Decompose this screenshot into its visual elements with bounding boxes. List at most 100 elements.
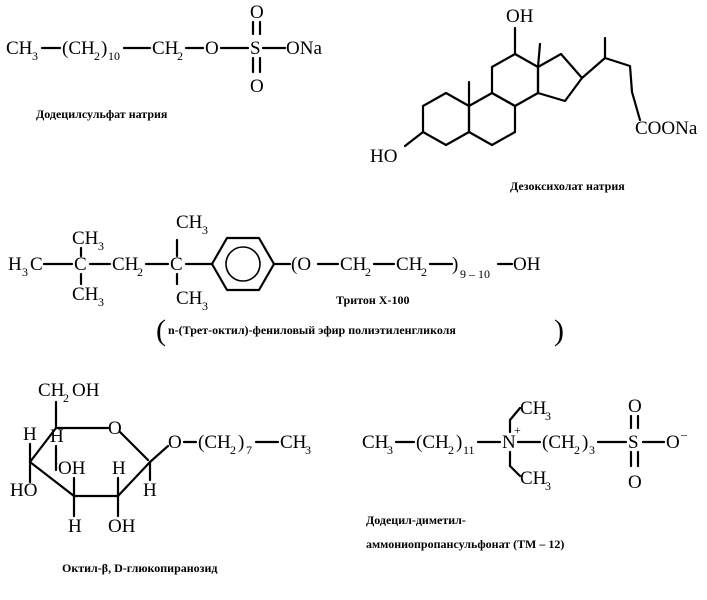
tm12-o-minus: O — [666, 432, 680, 453]
tm12-structure: CH 3 (CH 2 ) 11 N + CH 3 CH 3 (CH 2 ) 3 … — [362, 396, 688, 551]
octyl-h5: H — [143, 480, 157, 501]
tm12-minus: – — [680, 427, 688, 441]
triton-n: 9 – 10 — [460, 267, 490, 281]
tm12-paren2-sub: 2 — [574, 443, 580, 457]
ring-o-c1 — [118, 430, 150, 462]
deoxy-ho: HO — [370, 146, 397, 167]
octyl-chain-close: ) — [238, 432, 244, 453]
triton-ch2-1-sub: 2 — [365, 265, 371, 279]
octyl-chain-o: O — [168, 432, 182, 453]
sds-caption: Додецилсульфат натрия — [36, 107, 168, 121]
triton-c1: C — [74, 254, 87, 275]
tm12-ch3-top-sub: 3 — [545, 409, 551, 423]
tm12-o-top: O — [628, 396, 642, 417]
side-chain — [580, 56, 642, 122]
triton-ch3-b: CH — [72, 284, 99, 305]
triton-oh: OH — [513, 254, 541, 275]
octyl-ho: HO — [10, 480, 37, 501]
triton-o: (O — [291, 254, 311, 275]
tm12-ch3: CH — [362, 432, 389, 453]
tm12-caption-1: Додецил-диметил- — [366, 513, 466, 527]
triton-subcaption-open: ( — [156, 314, 166, 347]
triton-ch3-c-sub: 3 — [202, 223, 208, 237]
deoxy-oh-top: OH — [506, 6, 534, 27]
tm12-ch3-sub: 3 — [387, 443, 393, 457]
octyl-h1: H — [23, 424, 37, 445]
sds-structure: CH 3 (CH 2 ) 10 CH 2 O S ONa O O Додецил… — [6, 2, 322, 121]
tm12-n3: 3 — [589, 443, 595, 457]
triton-h-sub: 3 — [22, 265, 28, 279]
tm12-caption-2: аммониопропансульфонат (ТМ – 12) — [366, 537, 564, 551]
octyl-ring-o: O — [108, 418, 122, 439]
tm12-paren2: (CH — [542, 432, 575, 453]
c3-oh-bond — [403, 130, 425, 148]
triton-ch2-1: CH — [340, 254, 367, 275]
sds-ch2: CH — [152, 38, 179, 59]
tm12-paren1: (CH — [416, 432, 449, 453]
triton-ch2-2-sub: 2 — [421, 265, 427, 279]
sds-o-top: O — [250, 2, 264, 23]
triton-ch3-c: CH — [176, 212, 203, 233]
octyl-chain: (CH — [198, 432, 231, 453]
sds-sub2: 2 — [94, 49, 100, 63]
octyl-ch3: CH — [280, 432, 307, 453]
ring-d — [536, 52, 584, 103]
octyl-chain-sub: 2 — [230, 443, 236, 457]
sds-sub3: 3 — [32, 49, 38, 63]
triton-subcaption: n-(Трет-октил)-фениловый эфир полиэтилен… — [168, 323, 456, 337]
ring-c — [490, 52, 540, 108]
tm12-paren1-sub: 2 — [448, 443, 454, 457]
sds-s: S — [250, 38, 261, 59]
octyl-h3: H — [68, 516, 82, 537]
triton-ch3-d: CH — [176, 288, 203, 309]
octyl-caption: Октил-β, D-глюкопиранозид — [62, 561, 218, 575]
tm12-n-down-link — [508, 464, 522, 478]
triton-caption: Тритон X-100 — [336, 293, 409, 307]
deoxy-caption: Дезоксихолат натрия — [510, 179, 625, 193]
triton-ch3-a-sub: 3 — [98, 239, 104, 253]
tm12-s: S — [628, 432, 639, 453]
octyl-ch2: CH — [38, 380, 65, 401]
tm12-close-2: ) — [582, 432, 588, 453]
tm12-close-1: ) — [456, 432, 462, 453]
deoxycholate-structure: OH HO COONa Дезоксихолат натрия — [370, 6, 698, 193]
ring-a — [421, 91, 471, 147]
octyl-ch2-sub: 2 — [63, 391, 69, 405]
sds-ch3: CH — [6, 38, 33, 59]
tm12-ch3-bot-sub: 3 — [545, 479, 551, 493]
tm12-ch3-bot: CH — [520, 468, 547, 489]
octyl-ch2oh-oh: OH — [72, 380, 100, 401]
octyl-oh1: OH — [58, 458, 86, 479]
sds-o-bottom: O — [250, 76, 264, 97]
benzene-circle — [225, 246, 261, 282]
triton-h3c-c: C — [30, 254, 43, 275]
c13-methyl — [536, 42, 542, 69]
triton-c2: C — [170, 254, 183, 275]
triton-structure: H 3 C C CH 3 CH 3 CH 2 C CH 3 CH 3 (O CH… — [8, 212, 564, 347]
octyl-chain-n: 7 — [246, 443, 252, 457]
octyl-ch3-sub: 3 — [305, 443, 311, 457]
triton-ch2-sub: 2 — [137, 265, 143, 279]
sds-ch2-group: (CH — [62, 38, 95, 59]
octyl-h2: H — [50, 426, 64, 447]
c1-o-bond — [148, 444, 170, 464]
triton-h: H — [8, 254, 22, 275]
sds-close-paren: ) — [101, 38, 107, 59]
octyl-oh2: OH — [108, 516, 136, 537]
triton-subcaption-close: ) — [554, 314, 564, 347]
octyl-glucoside-structure: CH 2 OH O HO H H OH H H OH H O (CH 2 ) 7… — [10, 380, 311, 575]
triton-ch3-a: CH — [72, 228, 99, 249]
sds-n: 10 — [108, 49, 120, 63]
sds-ona: ONa — [286, 38, 322, 59]
ring-front — [28, 426, 152, 498]
benzene-ring — [210, 236, 276, 292]
triton-ch3-d-sub: 3 — [202, 299, 208, 313]
triton-ch2: CH — [112, 254, 139, 275]
tm12-plus: + — [514, 423, 521, 437]
tm12-ch3-top: CH — [520, 398, 547, 419]
tm12-n-up-link — [508, 406, 522, 422]
tm12-o-bot: O — [628, 472, 642, 493]
ring-b — [467, 91, 517, 147]
